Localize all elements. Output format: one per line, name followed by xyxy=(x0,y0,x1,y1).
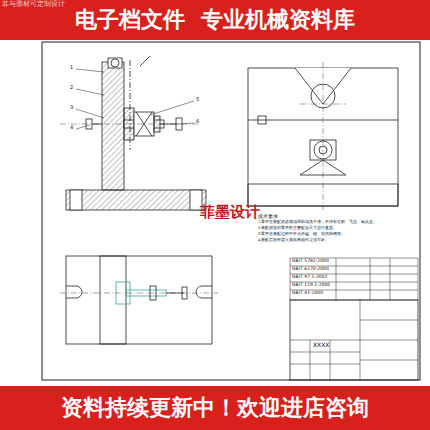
table-cell: XXXX xyxy=(313,342,329,349)
note-title: 技术要求 xyxy=(258,214,278,220)
note: 3.零件在装配过程中不允许磕、碰、划伤和锈蚀。 xyxy=(258,233,345,237)
callout-number: 5 xyxy=(196,97,199,103)
callout-number: 3 xyxy=(70,105,73,111)
callout-number: 2 xyxy=(70,85,73,91)
callout-number: 6 xyxy=(196,119,199,125)
watermark: 菲墨设计 xyxy=(200,204,260,221)
watermark: 菲与墨材可定制设计 xyxy=(2,1,65,9)
banner-band: 资料持续更新中！欢迎进店咨询 xyxy=(0,386,430,430)
callout-number: 1 xyxy=(70,65,73,71)
table-cell: GB/T 6170-2000 xyxy=(292,267,329,272)
table-cell: GB/T 41-2000 xyxy=(292,291,323,296)
callout-number: 4 xyxy=(70,125,73,131)
table-cell: GB/T 119.1-2000 xyxy=(292,283,330,288)
table-cell: GB/T 5782-2000 xyxy=(292,259,329,264)
table-cell: GB/T 97.1-2002 xyxy=(292,275,327,280)
banner-text: 电子档文件 专业机械资料库 xyxy=(75,8,354,32)
note: 4.装配后应检查夹紧机构动作灵活可靠。 xyxy=(258,239,329,243)
banner-text: 资料持续更新中！欢迎进店咨询 xyxy=(61,396,369,420)
note: 2.装配前应对零件的主要配合尺寸进行复查。 xyxy=(258,227,337,231)
note: 1.零件在装配前必须清理和清洗干净，不得有毛刺、飞边、氧化皮。 xyxy=(258,221,377,225)
